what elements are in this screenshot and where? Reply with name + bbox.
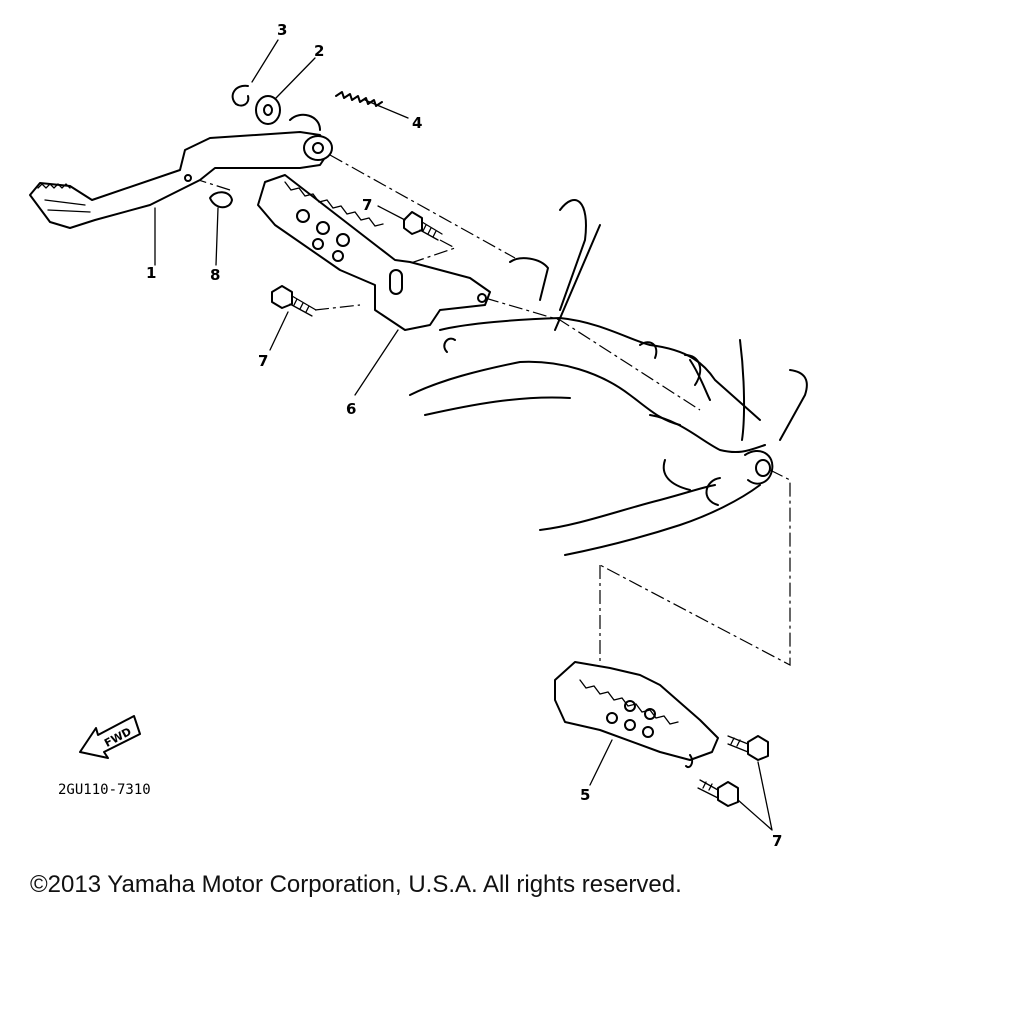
bolt-part-7-lower <box>271 285 317 317</box>
callout-2: 2 <box>314 42 324 60</box>
motorcycle-frame <box>409 199 808 556</box>
bolt-part-7-rear-b <box>697 779 739 807</box>
footrest-bracket-part-6 <box>257 174 491 331</box>
exploded-parts-diagram: 3 2 4 1 8 7 7 6 5 7 FWD 2GU110-7310 <box>29 21 808 850</box>
brake-pedal-part-1 <box>29 113 333 229</box>
assembly-guide-lines <box>185 154 791 666</box>
spring-part-4 <box>335 91 383 107</box>
callout-labels: 3 2 4 1 8 7 7 6 5 7 <box>146 21 782 850</box>
callout-1: 1 <box>146 264 156 282</box>
copyright-notice: ©2013 Yamaha Motor Corporation, U.S.A. A… <box>30 871 682 898</box>
bolt-part-7-rear-a <box>727 735 769 761</box>
callout-3: 3 <box>277 21 287 39</box>
washer-part-2 <box>255 95 281 125</box>
callout-7-upper: 7 <box>362 196 372 214</box>
pin-part-8 <box>209 191 233 209</box>
diagram-part-code: 2GU110-7310 <box>58 782 151 798</box>
footrest-part-5 <box>554 661 719 768</box>
forward-direction-arrow: FWD <box>79 715 141 759</box>
callout-8: 8 <box>210 266 220 284</box>
callout-6: 6 <box>346 400 356 418</box>
callout-7-lower: 7 <box>258 352 268 370</box>
clip-part-3 <box>231 84 250 107</box>
callout-5: 5 <box>580 786 590 804</box>
callout-7-rear: 7 <box>772 832 782 850</box>
callout-4: 4 <box>412 114 422 132</box>
bolt-part-7-upper <box>403 211 443 241</box>
leader-lines <box>154 39 773 831</box>
